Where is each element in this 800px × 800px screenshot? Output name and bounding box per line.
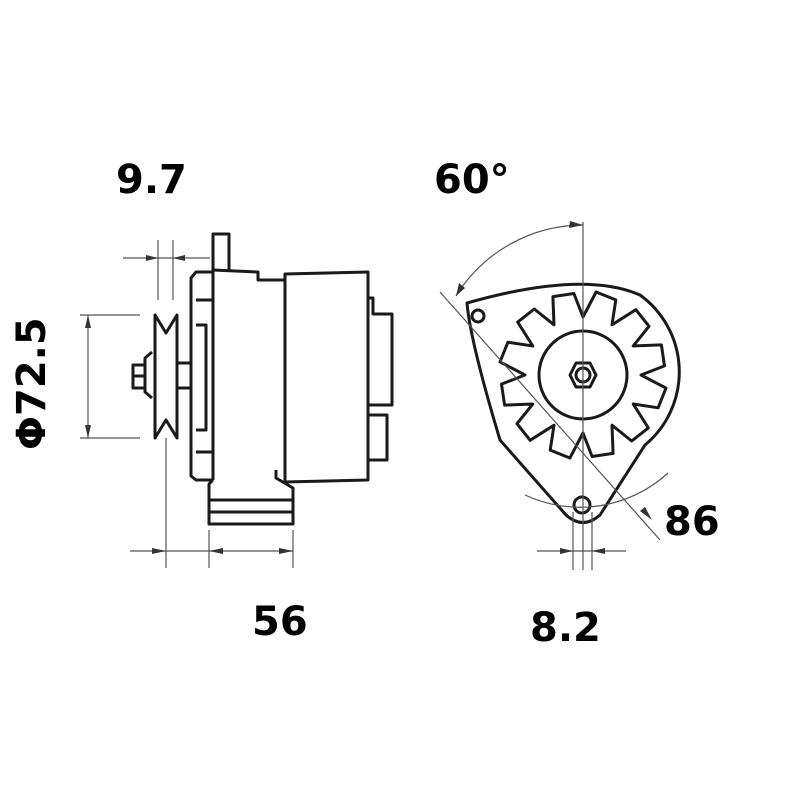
- foot: [207, 470, 295, 526]
- side-view: [131, 232, 394, 526]
- mount-radius-label: 86: [664, 499, 720, 545]
- bracket-inner: [196, 298, 213, 454]
- pulley: [153, 313, 179, 440]
- pulley-width-label: 9.7: [116, 157, 187, 203]
- front-view: [465, 282, 681, 524]
- mount-hole-upper: [470, 308, 486, 324]
- mount-hole-lower: [572, 495, 592, 515]
- nut: [131, 350, 153, 400]
- front-bracket: [189, 270, 213, 482]
- mount-angle-label: 60°: [434, 157, 510, 203]
- rear-housing: [283, 270, 370, 484]
- side-dimensions: [80, 240, 294, 568]
- housing-outline: [465, 282, 681, 524]
- body: [211, 268, 285, 480]
- mount-hole-label: 8.2: [530, 605, 601, 651]
- rear-cover: [368, 296, 394, 462]
- pulley-diameter-label: Φ72.5: [9, 317, 55, 450]
- shaft: [175, 361, 193, 390]
- hex-nut: [568, 361, 598, 389]
- front-dimensions: [439, 221, 669, 570]
- length-label: 56: [252, 599, 308, 645]
- mount-tab: [211, 232, 231, 270]
